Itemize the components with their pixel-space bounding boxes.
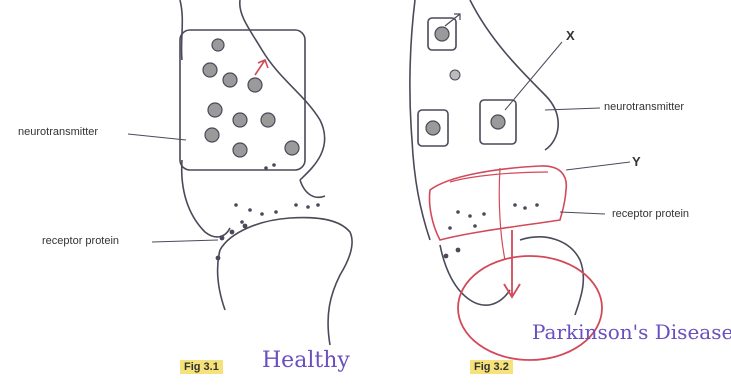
vesicle xyxy=(232,142,248,158)
presynaptic-axon-right-edge xyxy=(239,0,326,181)
receptor-pointer-line-left xyxy=(151,239,219,243)
postsynaptic-right-edge xyxy=(519,236,585,316)
neurotransmitter-pointer-line-left xyxy=(127,133,187,141)
vesicle-compartment xyxy=(417,109,449,147)
healthy-synapse-figure xyxy=(127,0,353,346)
receptor-protein-label-left: receptor protein xyxy=(42,235,120,247)
vesicle xyxy=(490,114,506,130)
x-pointer-line xyxy=(504,41,563,111)
receptor-pointer-line-right xyxy=(559,211,606,215)
postsynaptic-membrane xyxy=(439,244,511,306)
presynaptic-terminal xyxy=(179,29,306,171)
vesicle-compartment xyxy=(427,17,457,51)
neurotransmitter-pointer-line-right xyxy=(544,107,601,111)
label-y: Y xyxy=(632,154,641,169)
vesicle xyxy=(247,77,263,93)
healthy-annotation: Healthy xyxy=(262,348,350,373)
postsynaptic-membrane xyxy=(219,216,353,346)
red-arrow-down xyxy=(503,230,521,299)
neurotransmitter-label-left: neurotransmitter xyxy=(18,126,99,138)
synaptic-divider xyxy=(498,167,506,261)
vesicle xyxy=(425,120,441,136)
vesicle xyxy=(260,112,276,128)
neurotransmitter-vesicles xyxy=(202,38,300,158)
red-arrow-annotation xyxy=(254,58,269,76)
vesicle xyxy=(207,102,223,118)
figure-caption-right: Fig 3.2 xyxy=(470,360,513,374)
presynaptic-axon-right-edge xyxy=(469,0,559,151)
vesicle xyxy=(284,140,300,156)
receptor-protein-label-right: receptor protein xyxy=(612,208,690,220)
presynaptic-axon-left-edge xyxy=(409,0,431,241)
vesicle xyxy=(449,69,461,81)
postsynaptic-left-edge xyxy=(216,249,226,311)
presynaptic-axon-left-edge xyxy=(179,0,184,61)
y-pointer-line xyxy=(565,161,631,171)
red-circle-annotation xyxy=(457,255,603,361)
released-neurotransmitters xyxy=(234,163,320,224)
vesicle xyxy=(202,62,218,78)
label-x: X xyxy=(566,28,575,43)
vesicle xyxy=(232,112,248,128)
parkinsons-annotation: Parkinson's Disease xyxy=(532,320,731,344)
parkinsons-synapse-figure xyxy=(409,0,631,361)
presynaptic-bulb-right xyxy=(299,179,326,199)
presynaptic-bulb-outline xyxy=(180,159,231,238)
receptor-proteins xyxy=(215,223,248,261)
released-neurotransmitters xyxy=(448,203,539,230)
synaptic-cleft-highlight xyxy=(428,165,568,241)
vesicle xyxy=(211,38,225,52)
vesicle xyxy=(222,72,238,88)
neurotransmitter-label-right: neurotransmitter xyxy=(604,101,685,113)
synaptic-cleft-line xyxy=(449,171,549,183)
vesicle-compartment xyxy=(479,99,517,145)
vesicle-arrow xyxy=(444,13,461,27)
vesicle xyxy=(204,127,220,143)
figure-caption-left: Fig 3.1 xyxy=(180,360,223,374)
vesicle xyxy=(434,26,450,42)
receptor-proteins xyxy=(443,247,461,259)
